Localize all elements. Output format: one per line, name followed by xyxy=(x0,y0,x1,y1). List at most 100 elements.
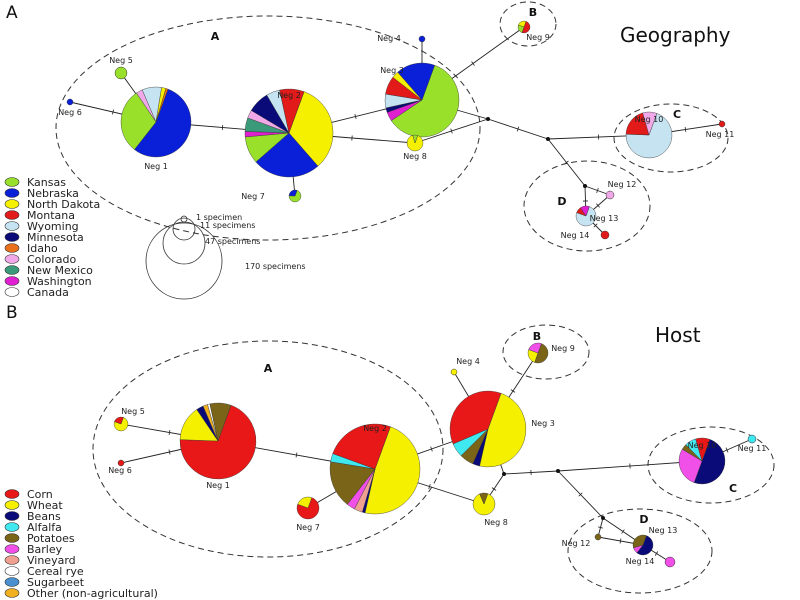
panel-title: Geography xyxy=(620,23,731,47)
mutation-tick xyxy=(578,492,583,497)
pie-slice xyxy=(605,190,615,200)
pie-slice xyxy=(580,205,590,217)
legend-swatch xyxy=(4,210,20,220)
legend-label: Colorado xyxy=(27,253,76,266)
legend-label: Beans xyxy=(27,510,61,523)
node-label: Neg 14 xyxy=(626,557,655,566)
haplotype-node-neg-12 xyxy=(594,533,602,541)
mutation-tick xyxy=(112,109,114,115)
pie-slice xyxy=(418,35,426,43)
legend-label: Corn xyxy=(27,488,53,501)
legend-label: Kansas xyxy=(27,176,66,189)
pie-slice xyxy=(296,497,320,520)
pie-slice xyxy=(479,393,527,468)
legend-label: Wheat xyxy=(27,499,63,512)
mutation-tick xyxy=(168,429,171,436)
haplotype-node-neg-5 xyxy=(114,66,128,80)
haplotype-node-neg-11 xyxy=(747,434,757,444)
haplotype-node-neg-2 xyxy=(244,88,334,178)
legend-swatch xyxy=(4,588,20,598)
median-vector xyxy=(486,117,490,121)
legend-swatch xyxy=(4,287,20,297)
node-label: Neg 9 xyxy=(551,344,575,353)
haplotype-node-neg-6 xyxy=(117,459,125,467)
mutation-tick xyxy=(596,188,599,193)
haplotype-node-neg-1 xyxy=(120,86,192,158)
legend-swatch xyxy=(4,500,20,510)
size-legend-label: 47 specimens xyxy=(205,237,260,246)
size-legend-circle xyxy=(180,215,188,223)
node-label: Neg 2 xyxy=(277,91,301,100)
legend-label: Canada xyxy=(27,286,69,299)
legend-label: Other (non-agricultural) xyxy=(27,587,158,600)
group-label-b: B xyxy=(533,330,541,343)
mutation-tick xyxy=(596,203,600,208)
mutation-tick xyxy=(516,126,520,132)
node-label: Neg 6 xyxy=(108,466,132,475)
mutation-tick xyxy=(684,126,687,133)
mutation-tick xyxy=(430,446,433,452)
node-label: Neg 11 xyxy=(738,444,767,453)
legend-swatch xyxy=(4,555,20,565)
pie-slice xyxy=(412,134,418,144)
panel-a xyxy=(55,1,729,252)
size-legend-circle xyxy=(162,221,206,265)
mutation-tick xyxy=(725,447,729,453)
node-label: Neg 14 xyxy=(561,231,590,240)
pie-slice xyxy=(364,426,421,515)
pie-slice xyxy=(297,496,313,509)
mutation-tick xyxy=(168,449,171,455)
node-label: Neg 10 xyxy=(688,441,717,450)
mutation-tick xyxy=(597,526,604,529)
node-label: Neg 4 xyxy=(377,34,401,43)
legend-label: Idaho xyxy=(27,242,58,255)
median-vector xyxy=(583,184,587,188)
node-label: Neg 11 xyxy=(706,130,735,139)
mutation-tick xyxy=(619,538,622,544)
median-vector xyxy=(601,516,605,520)
node-label: Neg 5 xyxy=(109,56,133,65)
pie-slice xyxy=(288,189,298,197)
legend-swatch xyxy=(4,243,20,253)
haplotype-node-neg-10 xyxy=(625,111,673,159)
node-label: Neg 8 xyxy=(403,152,427,161)
mutation-tick xyxy=(491,487,497,491)
node-label: Neg 3 xyxy=(380,66,404,75)
panel-title: Host xyxy=(655,323,701,347)
haplotype-node-neg-2 xyxy=(329,423,421,515)
legend-label: Vineyard xyxy=(27,554,76,567)
node-label: Neg 10 xyxy=(635,115,664,124)
pie-slice xyxy=(625,113,673,159)
group-label-a: A xyxy=(211,30,220,43)
median-vector xyxy=(546,137,550,141)
legend-swatch xyxy=(4,221,20,231)
node-label: Neg 5 xyxy=(121,407,145,416)
haplotype-node-neg-4 xyxy=(418,35,426,43)
haplotype-node-neg-8 xyxy=(472,492,496,516)
haplotype-node-neg-12 xyxy=(605,190,615,200)
pie-slice xyxy=(642,111,658,136)
legend-swatch xyxy=(4,254,20,264)
legend-swatch xyxy=(4,188,20,198)
mutation-tick xyxy=(295,452,298,458)
pie-slice xyxy=(664,556,676,568)
haplotype-node-neg-1 xyxy=(179,402,257,480)
node-label: Neg 1 xyxy=(144,162,168,171)
size-legend-circle xyxy=(172,217,196,241)
legend-swatch xyxy=(4,276,20,286)
panel-b xyxy=(92,324,775,594)
haplotype-node-neg-9 xyxy=(517,20,531,34)
pie-slice xyxy=(521,21,531,34)
legend-label: Alfalfa xyxy=(27,521,62,534)
haplotype-node-neg-10 xyxy=(678,437,726,485)
group-label-d: D xyxy=(557,195,566,208)
legend-label: Montana xyxy=(27,209,75,222)
group-label-d: D xyxy=(639,513,648,526)
legend-swatch xyxy=(4,511,20,521)
node-label: Neg 12 xyxy=(562,539,591,548)
legend-swatch xyxy=(4,522,20,532)
node-label: Neg 12 xyxy=(608,180,637,189)
size-legend-circle xyxy=(145,222,223,300)
node-label: Neg 13 xyxy=(649,526,678,535)
